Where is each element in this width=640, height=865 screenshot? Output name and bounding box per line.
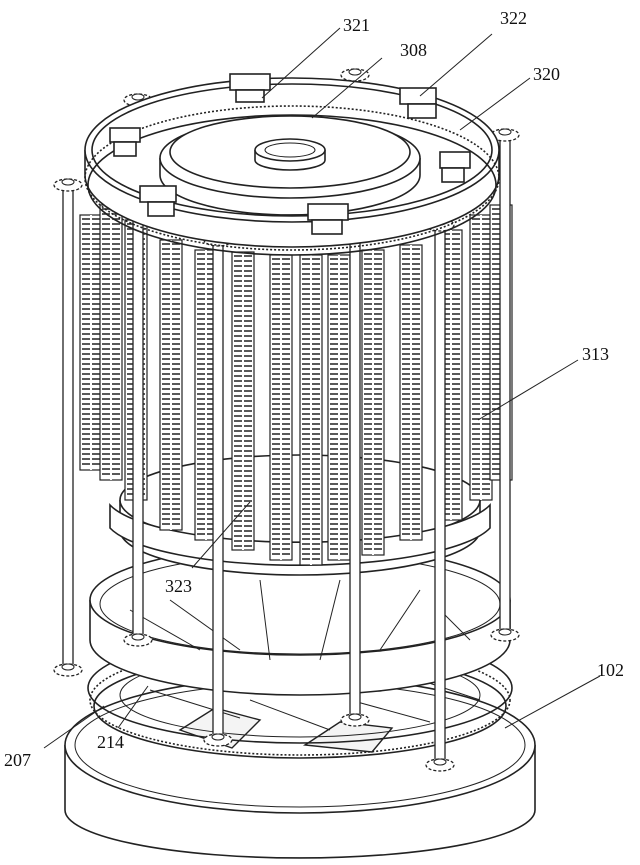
guide-rod bbox=[53, 178, 83, 677]
reference-labels: 321 322 308 320 313 323 102 207 214 bbox=[4, 8, 624, 770]
top-gear-ring bbox=[84, 77, 500, 256]
rack-strip bbox=[361, 249, 385, 556]
clamp-block bbox=[307, 203, 349, 235]
guide-rod bbox=[340, 68, 370, 727]
rack-strip bbox=[79, 214, 103, 471]
rack-strip bbox=[159, 239, 183, 531]
rack-strip bbox=[194, 249, 218, 541]
rack-strip bbox=[399, 244, 423, 541]
rack-strip bbox=[269, 254, 293, 561]
leader-lines bbox=[43, 27, 601, 749]
rack-strip bbox=[327, 254, 351, 561]
rack-strip bbox=[99, 204, 123, 481]
clamp-block bbox=[439, 151, 471, 183]
clamp-block bbox=[139, 185, 177, 217]
clamp-block bbox=[109, 127, 141, 157]
rack-strip bbox=[469, 214, 493, 501]
guide-rod-group bbox=[53, 68, 520, 772]
label-207: 207 bbox=[4, 750, 31, 770]
rack-strip bbox=[299, 254, 323, 566]
clamp-blocks bbox=[109, 73, 471, 235]
label-214: 214 bbox=[97, 732, 124, 752]
rack-group bbox=[79, 204, 513, 566]
label-102: 102 bbox=[597, 660, 624, 680]
label-322: 322 bbox=[500, 8, 527, 28]
guide-rod bbox=[490, 128, 520, 642]
lower-assembly bbox=[87, 544, 513, 759]
clamp-block bbox=[399, 87, 437, 119]
label-313: 313 bbox=[582, 344, 609, 364]
label-320: 320 bbox=[533, 64, 560, 84]
label-321: 321 bbox=[343, 15, 370, 35]
label-323: 323 bbox=[165, 576, 192, 596]
rack-strip bbox=[231, 251, 255, 551]
clamp-block bbox=[229, 73, 271, 103]
label-308: 308 bbox=[400, 40, 427, 60]
